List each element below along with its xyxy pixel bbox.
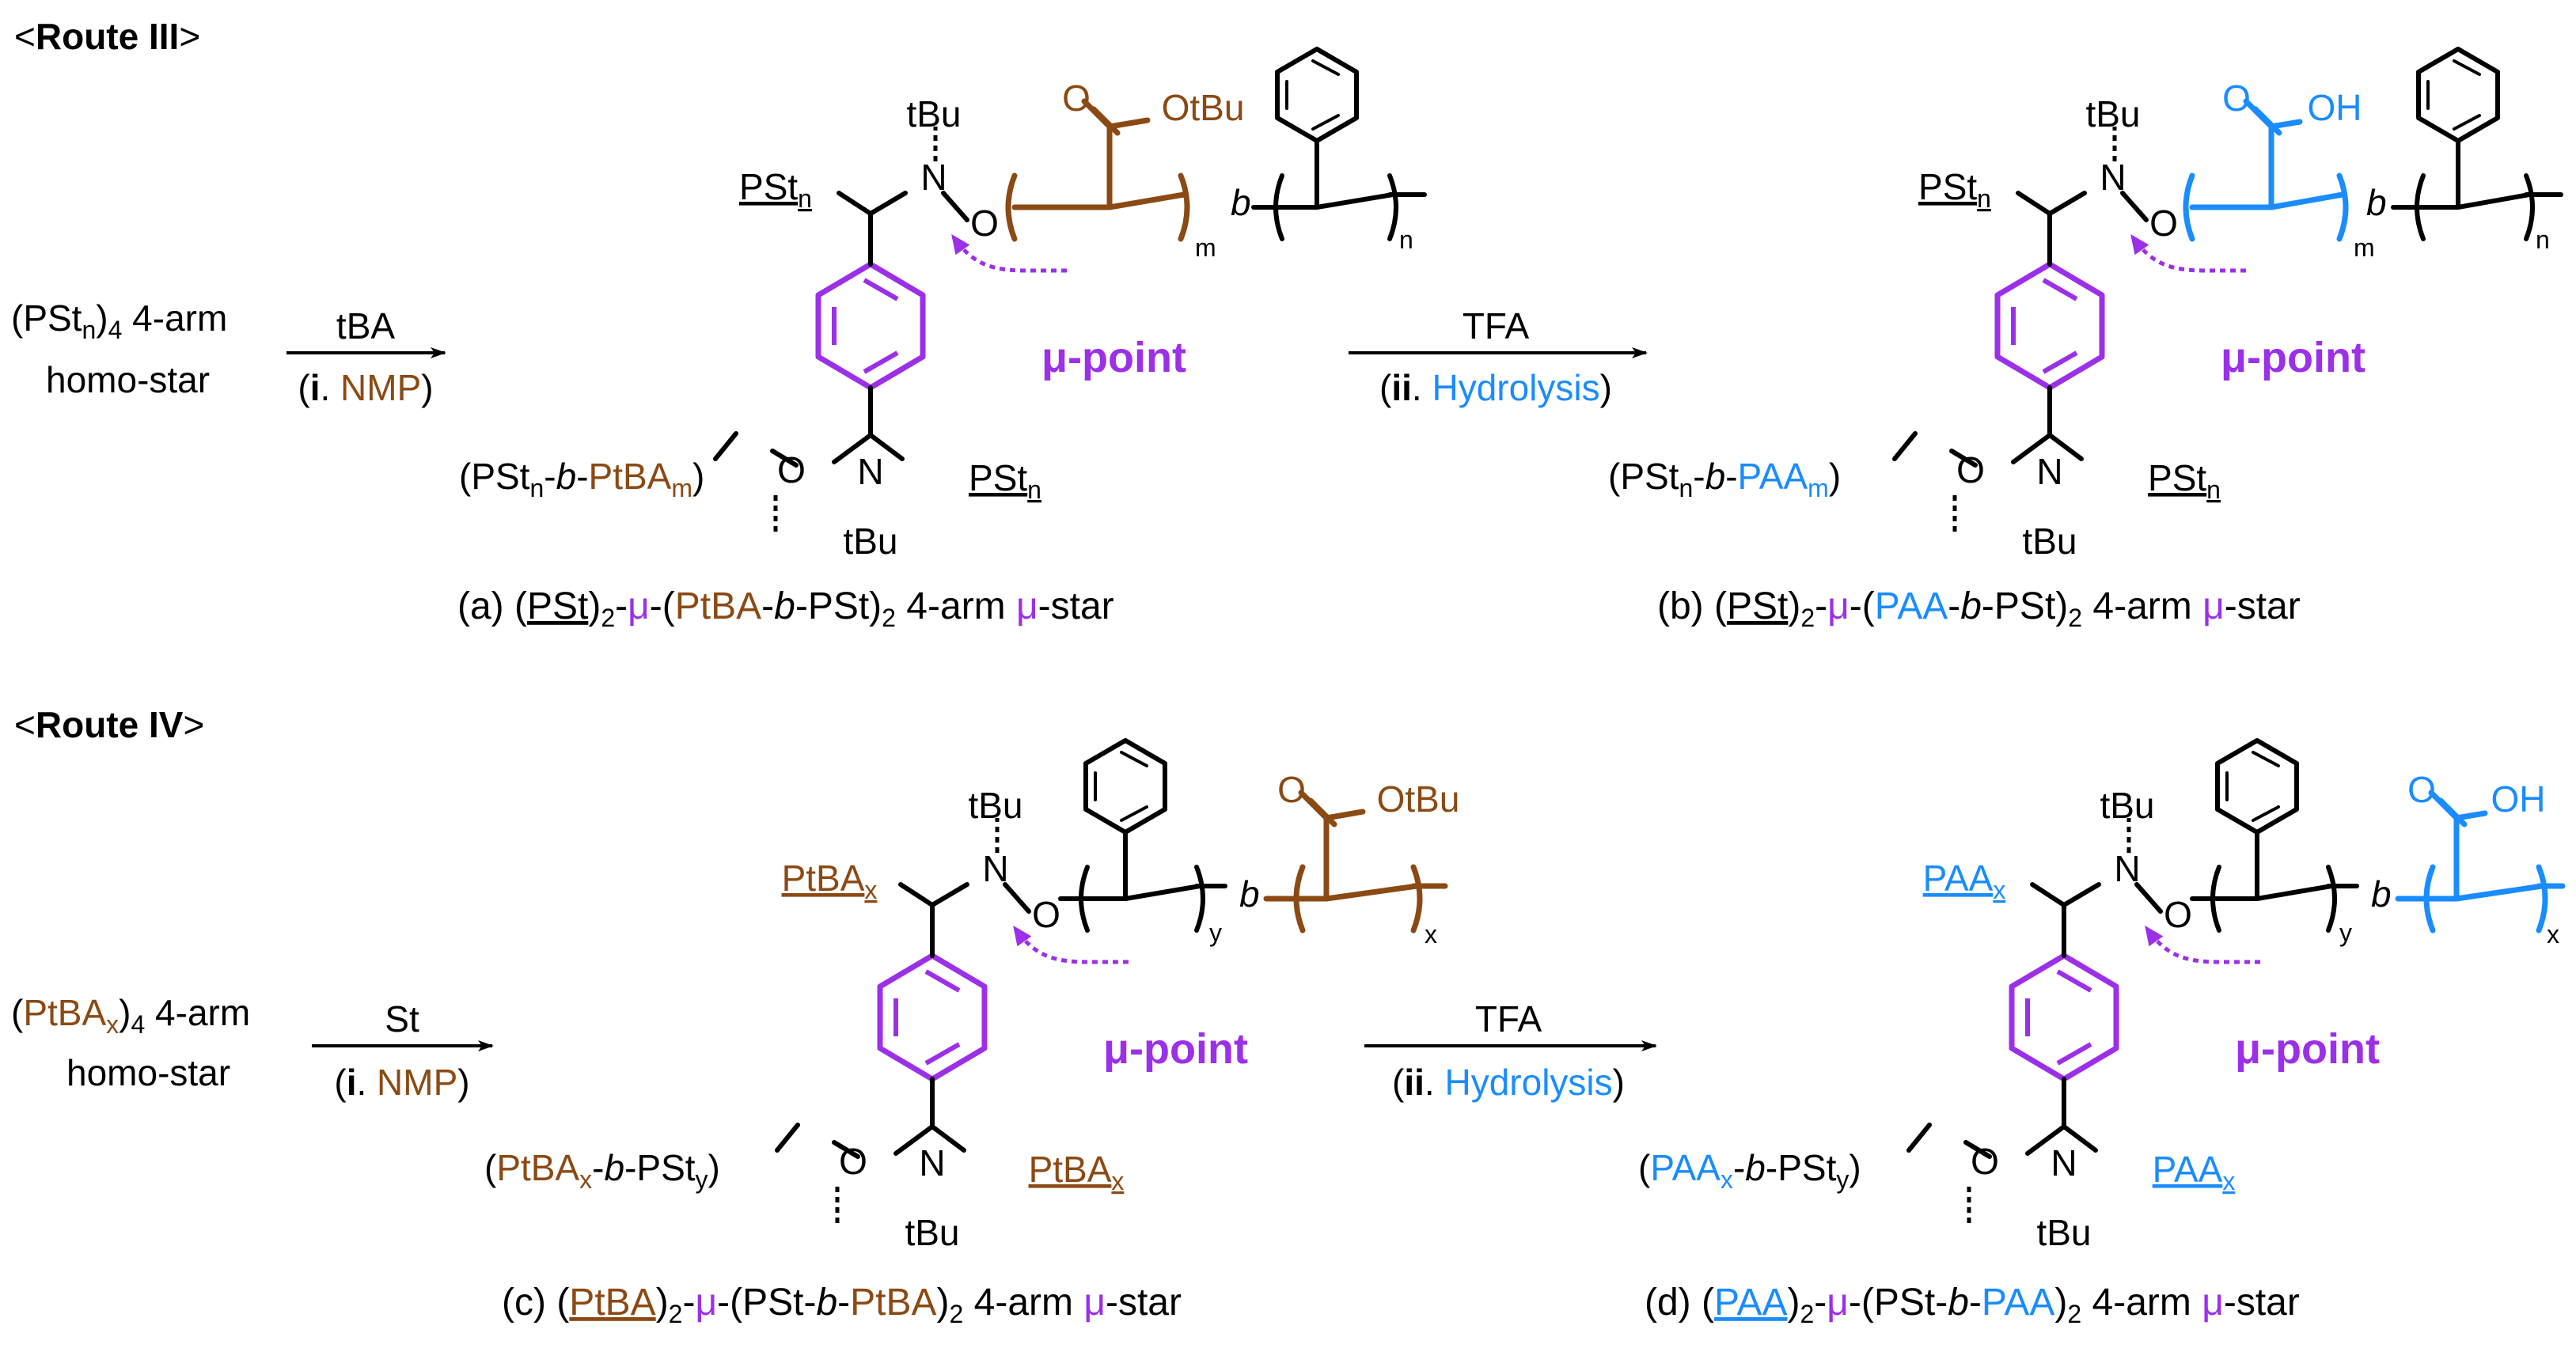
mu-point-label: μ-point [1041, 334, 1186, 381]
structure-b: tBu N O O N tBu PStn PStn (PStn-b-PAAm) … [1608, 49, 2563, 632]
svg-text:x: x [2547, 920, 2559, 949]
route-iv-title: <Route IV> [14, 704, 204, 745]
mu-point-label: μ-point [1103, 1025, 1248, 1073]
svg-text:O: O [1956, 449, 1985, 490]
arm-bottom-label: PStn [2148, 457, 2221, 504]
arm-top-label: PAAx [1923, 858, 2006, 904]
svg-text:b: b [2371, 873, 2392, 915]
mu-point-label: μ-point [2221, 334, 2365, 381]
svg-text:x: x [1425, 920, 1437, 949]
route-iv-start-line2: homo-star [66, 1052, 230, 1093]
svg-text:OtBu: OtBu [1377, 778, 1460, 820]
caption-d: (d) (PAA)2-μ-(PSt-b-PAA)2 4-arm μ-star [1645, 1282, 2300, 1328]
arm-bottom-label: PtBAx [1029, 1149, 1125, 1195]
svg-text:N: N [2100, 157, 2126, 198]
caption-c: (c) (PtBA)2-μ-(PSt-b-PtBA)2 4-arm μ-star [502, 1282, 1182, 1328]
route-iii-start-line2: homo-star [46, 359, 210, 400]
mu-point-label: μ-point [2235, 1025, 2380, 1073]
svg-text:O: O [970, 203, 999, 244]
svg-text:m: m [2354, 233, 2375, 262]
arrow4-reagent: TFA [1475, 998, 1542, 1040]
caption-a: (a) (PSt)2-μ-(PtBA-b-PSt)2 4-arm μ-star [457, 585, 1114, 632]
arrow1-condition: (i. NMP) [298, 367, 433, 408]
svg-text:y: y [1209, 918, 1222, 947]
svg-text:tBu: tBu [2036, 1212, 2091, 1253]
caption-b: (b) (PSt)2-μ-(PAA-b-PSt)2 4-arm μ-star [1657, 585, 2301, 632]
svg-text:tBu: tBu [843, 521, 897, 562]
svg-text:m: m [1195, 233, 1216, 262]
svg-text:b: b [1231, 182, 1251, 223]
side-chain-label: (PAAx-b-PSty) [1638, 1147, 1861, 1194]
svg-text:O: O [1277, 769, 1306, 810]
svg-text:y: y [2339, 918, 2352, 947]
svg-text:N: N [2036, 451, 2062, 492]
svg-text:O: O [777, 449, 806, 490]
arm-top-label: PStn [739, 166, 812, 213]
arm-bottom-label: PStn [969, 457, 1041, 504]
svg-text:N: N [857, 451, 883, 492]
side-chain-label: (PStn-b-PtBAm) [459, 456, 704, 502]
svg-text:tBu: tBu [2100, 785, 2154, 826]
svg-text:O: O [2149, 203, 2178, 244]
arrow2-reagent: TFA [1463, 305, 1530, 347]
svg-text:N: N [2051, 1142, 2077, 1183]
svg-text:O: O [2407, 769, 2436, 810]
svg-text:O: O [1062, 78, 1091, 119]
svg-text:O: O [839, 1141, 867, 1182]
structure-c: tBu N O O N tBu PtBAx PtBAx (PtBAx-b-PSt… [484, 740, 1459, 1328]
svg-text:N: N [919, 1142, 945, 1183]
svg-text:O: O [1971, 1141, 1999, 1182]
arrow3-condition: (i. NMP) [334, 1062, 469, 1103]
svg-text:OtBu: OtBu [1162, 87, 1245, 128]
svg-text:O: O [2164, 894, 2192, 935]
arrow1-reagent: tBA [336, 305, 395, 347]
structure-a: tBu N O O N tBu PStn PStn (PStn-b-PtBAm)… [457, 49, 1427, 632]
svg-text:tBu: tBu [968, 785, 1022, 826]
svg-text:O: O [2222, 78, 2251, 119]
svg-text:tBu: tBu [905, 1212, 959, 1253]
svg-text:N: N [920, 157, 947, 198]
arrow3-reagent: St [385, 998, 419, 1040]
arm-top-label: PtBAx [782, 858, 878, 904]
svg-text:OH: OH [2491, 778, 2546, 820]
structure-d: tBu N O O N tBu PAAx PAAx (PAAx-b-PSty) … [1638, 740, 2566, 1328]
route-iii-title: <Route III> [14, 16, 200, 57]
svg-text:n: n [2536, 225, 2550, 254]
svg-text:OH: OH [2308, 87, 2362, 128]
svg-text:b: b [2366, 182, 2387, 223]
side-chain-label: (PStn-b-PAAm) [1608, 456, 1841, 502]
route-iii-start-line1: (PStn)4 4-arm [11, 297, 227, 344]
arrow2-condition: (ii. Hydrolysis) [1379, 367, 1612, 408]
svg-text:b: b [1239, 873, 1260, 915]
side-chain-label: (PtBAx-b-PSty) [484, 1147, 720, 1194]
arm-bottom-label: PAAx [2153, 1149, 2236, 1195]
svg-text:N: N [982, 848, 1008, 889]
svg-text:O: O [1032, 894, 1060, 935]
arm-top-label: PStn [1918, 166, 1991, 213]
svg-text:tBu: tBu [2085, 93, 2140, 134]
route-iv-start-line1: (PtBAx)4 4-arm [11, 992, 250, 1039]
svg-text:tBu: tBu [906, 93, 961, 134]
svg-text:tBu: tBu [2022, 521, 2077, 562]
arrow4-condition: (ii. Hydrolysis) [1392, 1062, 1625, 1103]
svg-text:n: n [1399, 225, 1413, 254]
svg-text:N: N [2114, 848, 2140, 889]
